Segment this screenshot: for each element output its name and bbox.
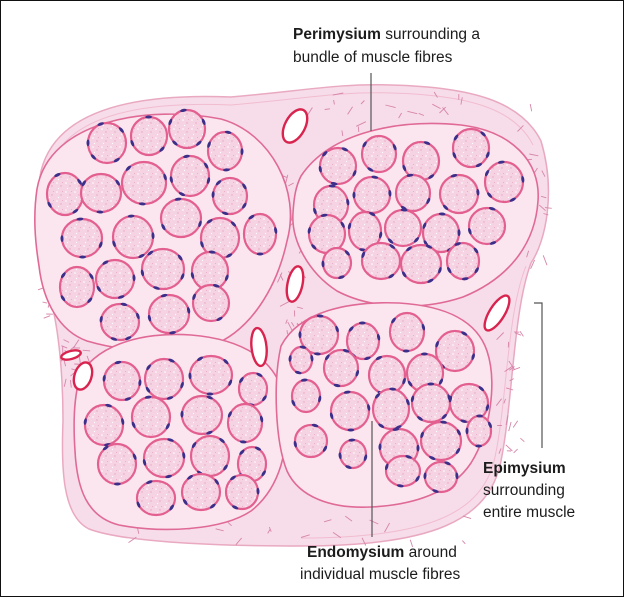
connective-tissue-strand [43,302,47,303]
epimysium-label-title: Epimysium [483,460,566,477]
connective-tissue-strand [463,516,471,519]
nucleus [257,253,264,256]
perimysium-label: Perimysium surrounding a bundle of muscl… [293,26,484,66]
epimysium-leader-line [534,303,542,448]
connective-tissue-strand [509,422,511,431]
muscle-fibre [191,436,229,476]
epimysium-label-line2: surrounding [483,482,565,499]
endomysium-label-line2: individual muscle fibres [300,566,460,583]
connective-tissue-strand [506,445,513,451]
muscle-fibre [452,129,491,168]
nucleus [352,192,355,199]
muscle-fibre [385,208,421,246]
muscle-fibre [60,267,95,307]
connective-tissue-strand [513,421,518,428]
muscle-fibre [361,243,400,279]
muscle-fibre [362,136,398,173]
epimysium-label-line3: entire muscle [483,504,575,521]
epimysium-label: Epimysium surrounding entire muscle [483,460,575,521]
muscle-fibre [81,174,121,214]
endomysium-label-rest: around [404,544,457,561]
connective-tissue-strand [520,438,524,442]
connective-tissue-strand [358,126,359,132]
connective-tissue-strand [287,330,288,334]
perimysium-label-title: Perimysium [293,26,381,43]
perimysium-label-rest: surrounding a [381,26,480,43]
endomysium-label-title: Endomysium [307,544,404,561]
connective-tissue-strand [530,104,532,111]
connective-tissue-strand [514,449,518,453]
connective-tissue-strand [462,541,465,544]
connective-tissue-strand [520,331,523,336]
perimysium-label-line2: bundle of muscle fibres [293,49,453,66]
connective-tissue-strand [44,316,51,319]
muscle-fibre [182,474,220,510]
muscle-fibre [47,172,83,215]
connective-tissue-strand [543,255,547,265]
endomysium-label: Endomysium around individual muscle fibr… [300,544,461,583]
